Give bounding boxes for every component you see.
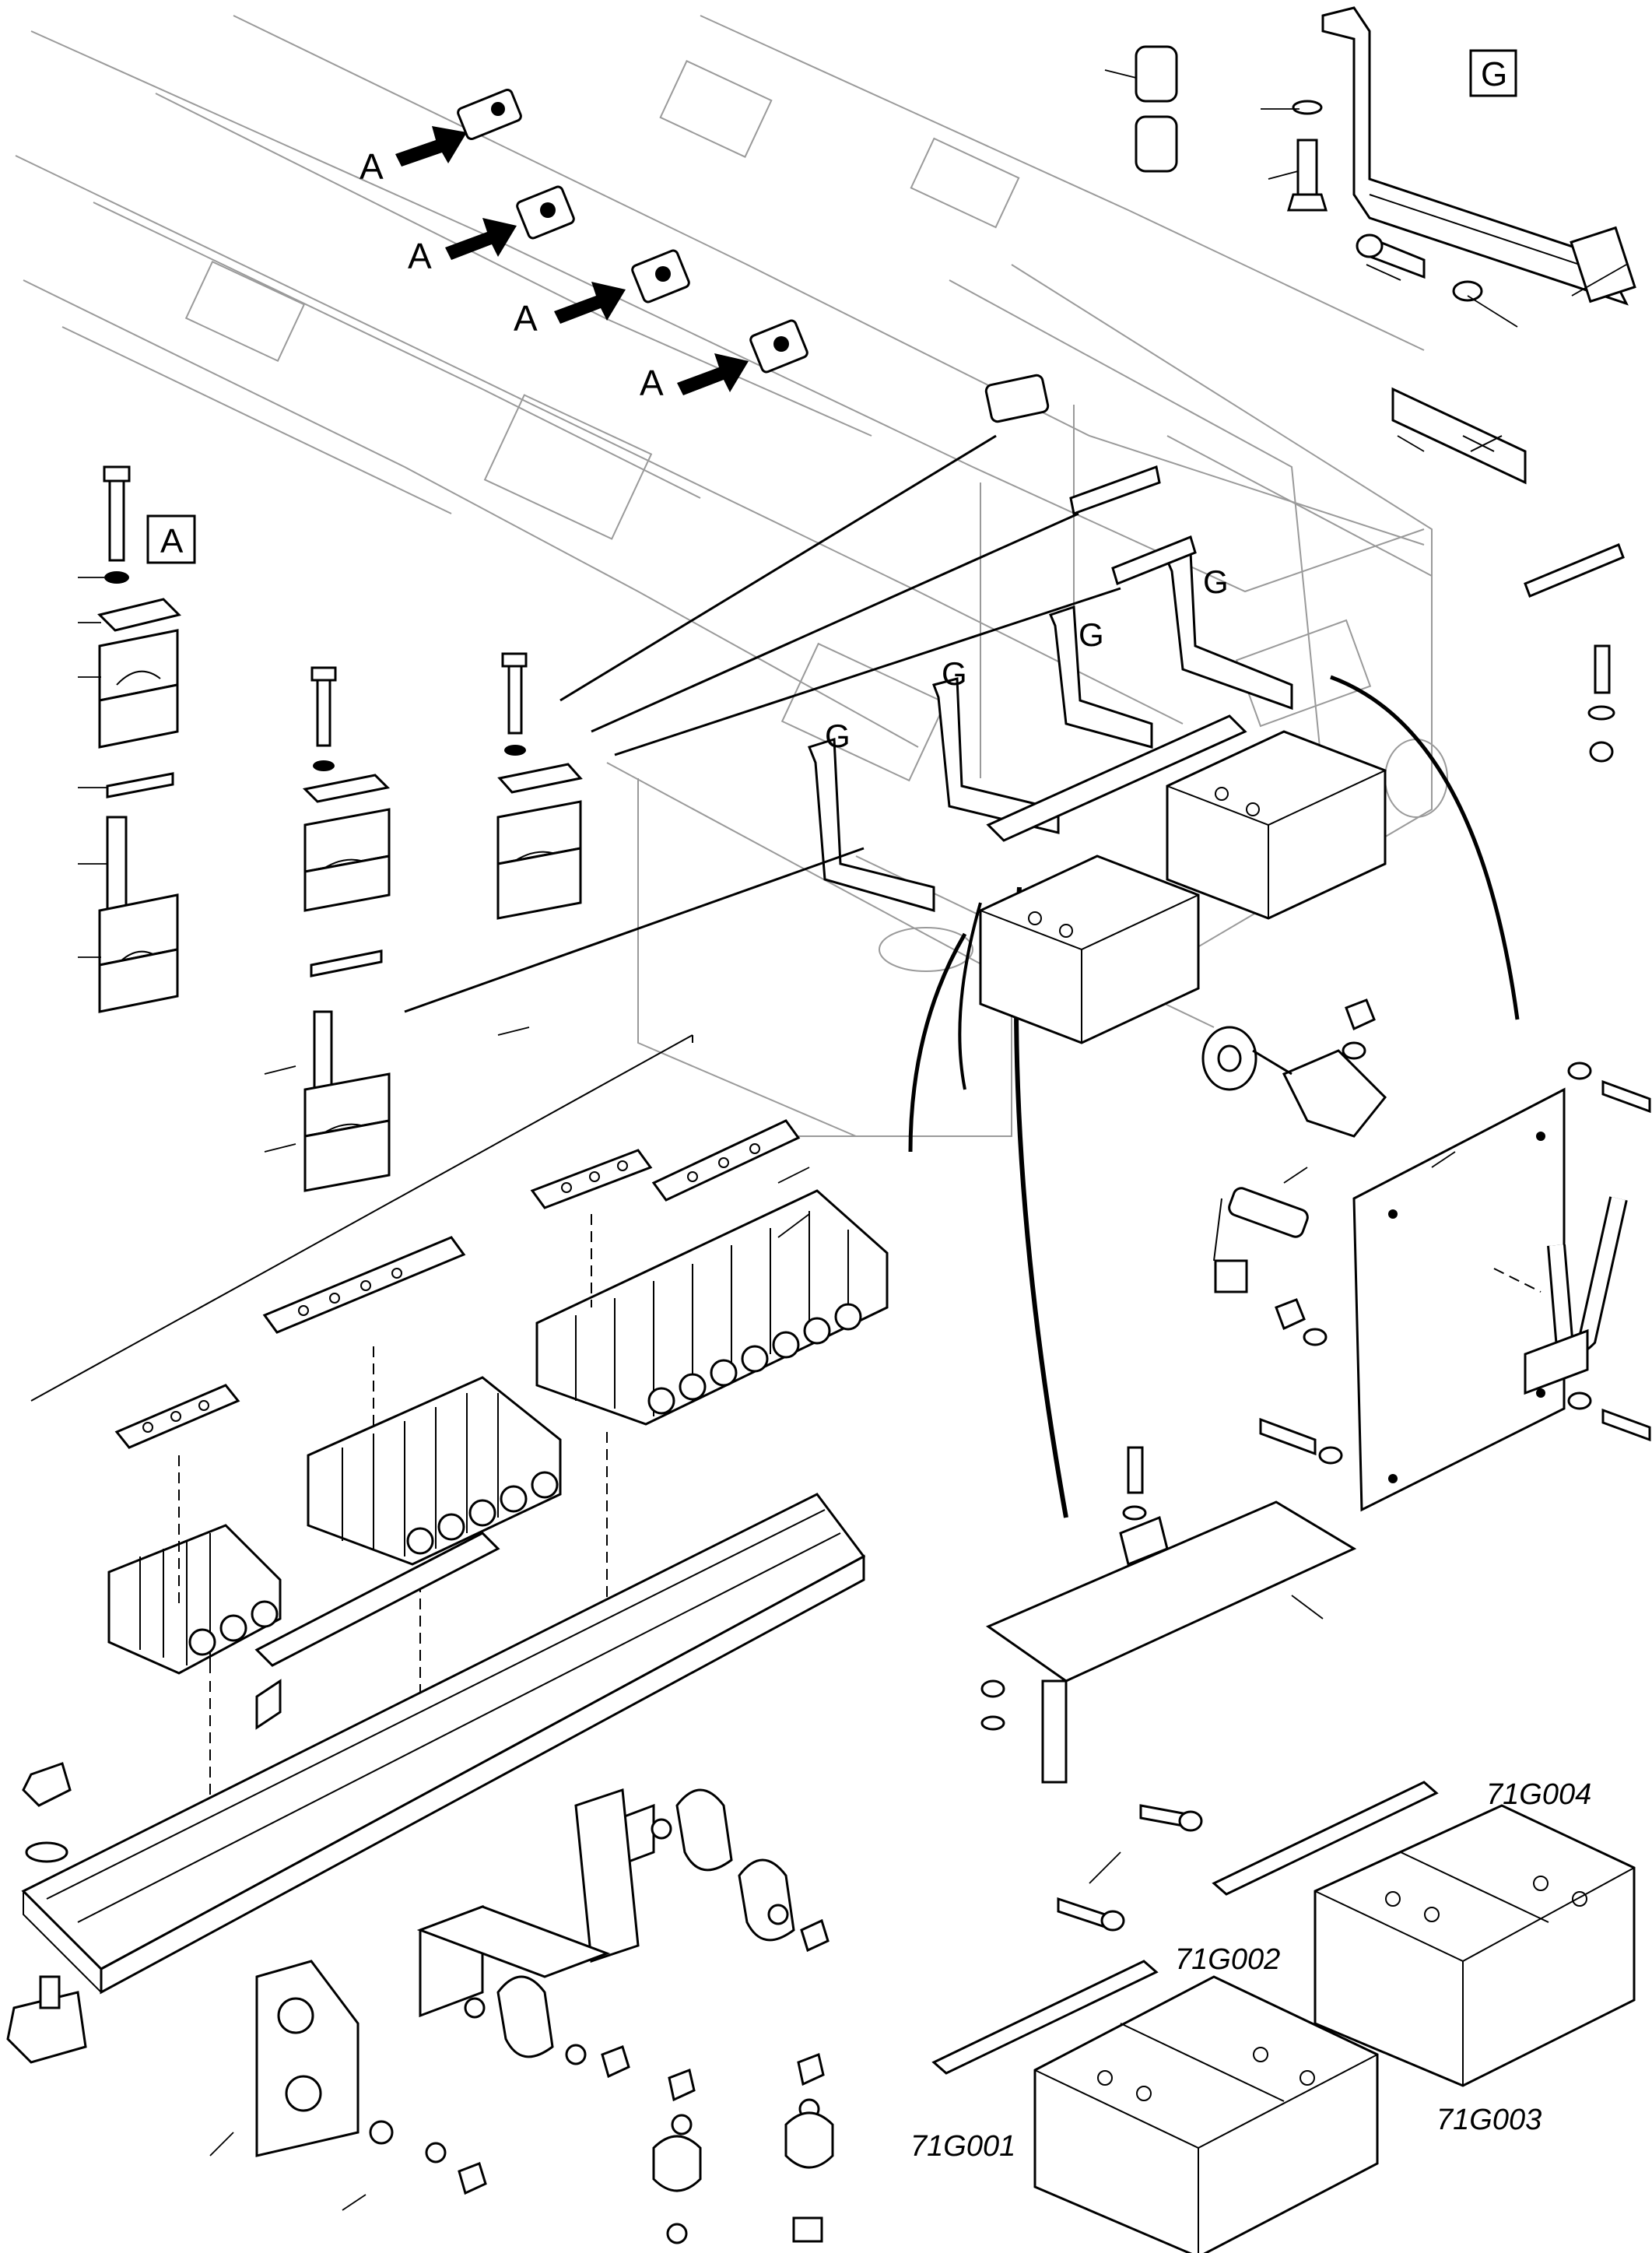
pointer-arrow-2 (445, 218, 517, 260)
frame-clamp-callouts: A A A A (360, 88, 808, 403)
clamp-stack-a (78, 465, 181, 1013)
g-marker-3: G (1079, 616, 1104, 653)
pointer-arrow-3 (554, 282, 626, 324)
terminal-strip-assembly (6, 1034, 889, 2064)
clamp-stack-2 (302, 666, 391, 1192)
battery-code-71g002: 71G002 (1175, 1943, 1280, 1976)
detail-g-box: G (1469, 49, 1517, 97)
frame-g-brackets: G G G G (808, 374, 1293, 912)
terminal-group-3 (535, 1189, 889, 1426)
g-marker-2: G (942, 655, 967, 692)
arrow-label-a-1: A (360, 146, 384, 187)
battery-pack-lower: 71G001 71G002 71G003 71G004 (910, 1778, 1636, 2253)
arrow-label-a-4: A (640, 363, 664, 403)
chassis-frame (15, 15, 1448, 1137)
part-leader-lines (209, 1026, 1456, 2211)
pointer-arrow-4 (677, 353, 749, 395)
battery-code-71g001: 71G001 (910, 2130, 1015, 2163)
battery-cover (980, 1446, 1357, 1784)
detail-g-label: G (1481, 55, 1507, 93)
battery-switch-panel (1201, 998, 1651, 1512)
cable-clamps (255, 1788, 834, 2244)
battery-code-71g004: 71G004 (1486, 1778, 1591, 1811)
terminal-group-2 (307, 1376, 562, 1566)
battery-code-71g003: 71G003 (1436, 2104, 1542, 2136)
clamp-2 (516, 185, 575, 240)
clamp-4 (749, 319, 808, 374)
detail-a-box: A (146, 514, 196, 564)
pointer-arrow-1 (395, 126, 467, 167)
g-marker-4: G (1203, 563, 1229, 600)
clamp-stack-3 (496, 652, 583, 920)
terminal-group-1 (107, 1524, 282, 1675)
clamp-1 (457, 88, 522, 141)
arrow-label-a-2: A (408, 236, 432, 276)
clamp-3 (631, 249, 690, 304)
arrow-label-a-3: A (514, 298, 538, 339)
frame-batteries (979, 714, 1387, 1044)
g-bracket-detail (1104, 6, 1636, 763)
detail-a-label: A (160, 522, 184, 560)
g-marker-1: G (825, 718, 851, 754)
